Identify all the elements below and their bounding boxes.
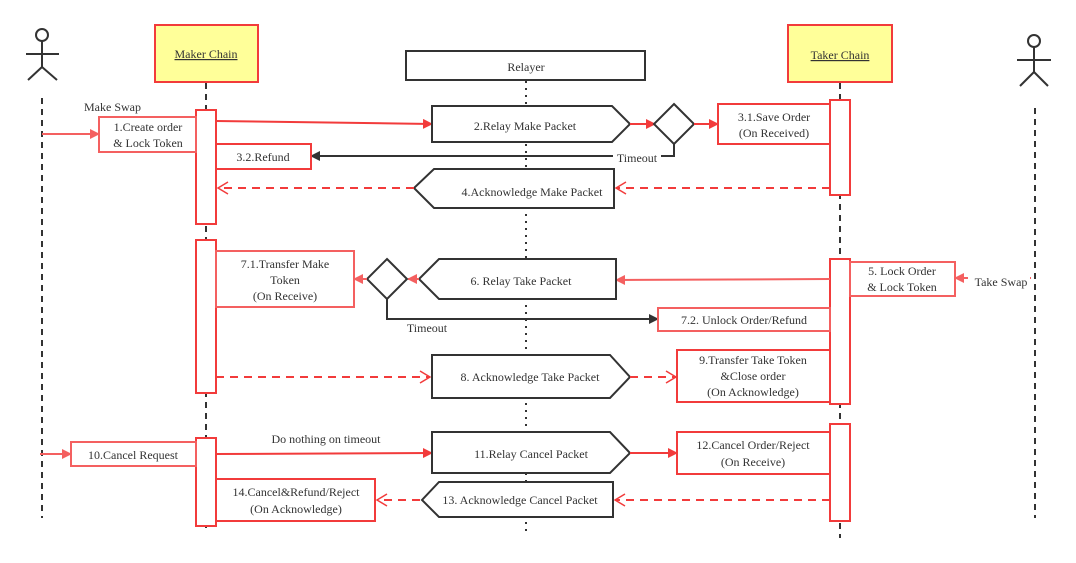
timeout-decision-2 — [365, 257, 409, 301]
maker-activation-3 — [195, 437, 217, 527]
taker-activation-3 — [829, 423, 851, 522]
svg-text:1.Create order: 1.Create order — [114, 120, 183, 134]
make-swap-label: Make Swap — [84, 100, 141, 114]
timeout-path-2 — [386, 299, 659, 324]
maker-activation-1 — [195, 109, 217, 225]
step-2-relay-make-packet[interactable]: 2.Relay Make Packet — [431, 105, 632, 143]
svg-text:7.2. Unlock Order/Refund: 7.2. Unlock Order/Refund — [681, 313, 807, 327]
step-1-create-order[interactable]: 1.Create order & Lock Token — [98, 116, 197, 153]
step-6-relay-take-packet[interactable]: 6. Relay Take Packet — [417, 258, 617, 300]
maker-user-actor-icon — [26, 28, 59, 81]
svg-text:(On Acknowledge): (On Acknowledge) — [707, 385, 799, 399]
step-11-relay-cancel-packet[interactable]: 11.Relay Cancel Packet — [431, 431, 632, 474]
svg-text:10.Cancel Request: 10.Cancel Request — [88, 448, 179, 462]
do-nothing-label: Do nothing on timeout — [272, 432, 382, 446]
taker-activation-1 — [829, 99, 851, 196]
svg-text:(On Receive): (On Receive) — [253, 289, 317, 303]
svg-text:12.Cancel Order/Reject: 12.Cancel Order/Reject — [696, 438, 810, 452]
svg-text:8. Acknowledge Take Packet: 8. Acknowledge Take Packet — [461, 370, 601, 384]
svg-text:(On Receive): (On Receive) — [721, 455, 785, 469]
step-13-acknowledge-cancel-packet[interactable]: 13. Acknowledge Cancel Packet — [420, 481, 614, 518]
timeout-path-1 — [310, 144, 675, 161]
relayer-header[interactable]: Relayer — [405, 50, 646, 81]
timeout-label-1: Timeout — [617, 151, 658, 165]
step-8-acknowledge-take-packet[interactable]: 8. Acknowledge Take Packet — [431, 354, 632, 399]
maker-chain-label: Maker Chain — [175, 47, 238, 61]
step-3-2-refund[interactable]: 3.2.Refund — [215, 143, 312, 170]
svg-text:Token: Token — [270, 273, 300, 287]
timeout-decision-1 — [652, 102, 696, 146]
svg-text:7.1.Transfer Make: 7.1.Transfer Make — [241, 257, 330, 271]
step-10-cancel-request[interactable]: 10.Cancel Request — [70, 441, 197, 467]
svg-text:4.Acknowledge Make Packet: 4.Acknowledge Make Packet — [462, 185, 604, 199]
step-4-acknowledge-make-packet[interactable]: 4.Acknowledge Make Packet — [412, 168, 615, 209]
taker-chain-header[interactable]: Taker Chain — [787, 24, 893, 83]
step-9-transfer-take-token[interactable]: 9.Transfer Take Token &Close order (On A… — [676, 349, 831, 403]
taker-user-actor-icon — [1017, 34, 1051, 87]
take-swap-label: Take Swap — [975, 275, 1028, 289]
step-5-lock-order[interactable]: 5. Lock Order & Lock Token — [849, 261, 956, 297]
svg-text:2.Relay Make Packet: 2.Relay Make Packet — [474, 119, 577, 133]
relay-take-in-arrow — [615, 274, 831, 285]
svg-text:13. Acknowledge Cancel Packet: 13. Acknowledge Cancel Packet — [442, 493, 598, 507]
svg-text:3.1.Save Order: 3.1.Save Order — [738, 110, 810, 124]
svg-text:& Lock Token: & Lock Token — [867, 280, 937, 294]
step-7-2-unlock-order-refund[interactable]: 7.2. Unlock Order/Refund — [657, 307, 831, 332]
relayer-label: Relayer — [507, 60, 544, 74]
taker-activation-2 — [829, 258, 851, 405]
svg-text:&Close order: &Close order — [721, 369, 786, 383]
relay-cancel-in-arrow — [215, 448, 433, 459]
maker-chain-header[interactable]: Maker Chain — [154, 24, 259, 83]
step-14-cancel-refund-reject[interactable]: 14.Cancel&Refund/Reject (On Acknowledge) — [215, 478, 376, 522]
step-7-1-transfer-make-token[interactable]: 7.1.Transfer Make Token (On Receive) — [215, 250, 355, 308]
svg-text:3.2.Refund: 3.2.Refund — [236, 150, 289, 164]
svg-text:(On Acknowledge): (On Acknowledge) — [250, 502, 342, 516]
maker-activation-2 — [195, 239, 217, 394]
svg-text:6. Relay Take Packet: 6. Relay Take Packet — [471, 274, 573, 288]
take-swap-label-bg — [968, 270, 1030, 286]
taker-chain-label: Taker Chain — [811, 48, 870, 62]
svg-text:14.Cancel&Refund/Reject: 14.Cancel&Refund/Reject — [233, 485, 361, 499]
svg-text:9.Transfer Take Token: 9.Transfer Take Token — [699, 353, 807, 367]
timeout-label-2: Timeout — [407, 321, 448, 335]
svg-text:11.Relay Cancel Packet: 11.Relay Cancel Packet — [474, 447, 589, 461]
step-12-cancel-order-reject[interactable]: 12.Cancel Order/Reject (On Receive) — [676, 431, 831, 475]
timeout-label-bg-1 — [613, 150, 661, 164]
svg-text:5. Lock Order: 5. Lock Order — [868, 264, 936, 278]
step-3-1-save-order[interactable]: 3.1.Save Order (On Received) — [717, 103, 831, 145]
svg-text:(On Received): (On Received) — [739, 126, 809, 140]
svg-text:& Lock Token: & Lock Token — [113, 136, 183, 150]
relay-make-arrow — [215, 118, 433, 129]
